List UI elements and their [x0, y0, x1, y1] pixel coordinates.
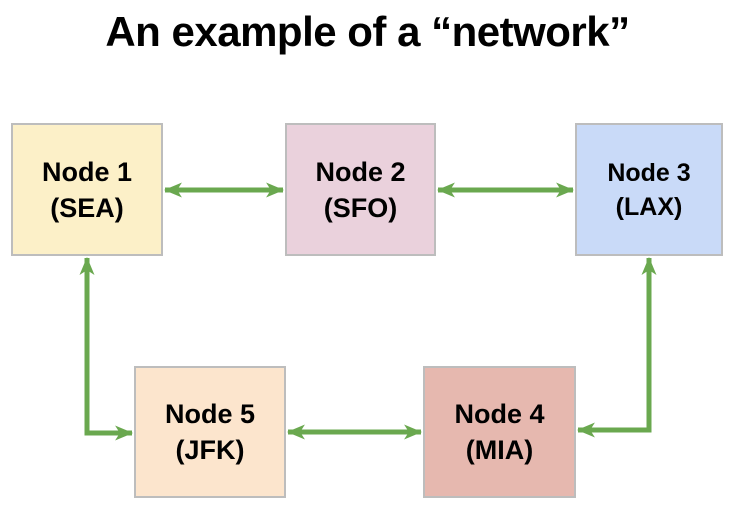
- node-3-name: Node 3: [607, 158, 691, 187]
- node-5-code: (JFK): [175, 435, 245, 465]
- node-5-name: Node 5: [164, 399, 256, 429]
- node-4-code: (MIA): [465, 435, 534, 465]
- node-1-code: (SEA): [50, 192, 124, 223]
- node-4-name: Node 4: [454, 399, 545, 429]
- node-3-lax: Node 3 (LAX): [575, 123, 723, 256]
- arrow-node1-node5: [79, 256, 134, 441]
- node-5-jfk: Node 5 (JFK): [134, 366, 286, 498]
- node-1-sea: Node 1 (SEA): [11, 123, 163, 256]
- node-1-name: Node 1: [41, 156, 133, 187]
- node-2-sfo: Node 2 (SFO): [285, 123, 436, 256]
- node-2-name: Node 2: [315, 156, 406, 187]
- node-2-code: (SFO): [323, 192, 398, 223]
- arrow-node3-node4: [576, 256, 657, 438]
- node-4-mia: Node 4 (MIA): [423, 366, 576, 498]
- node-3-code: (LAX): [615, 192, 683, 221]
- diagram-title: An example of a “network”: [105, 8, 630, 55]
